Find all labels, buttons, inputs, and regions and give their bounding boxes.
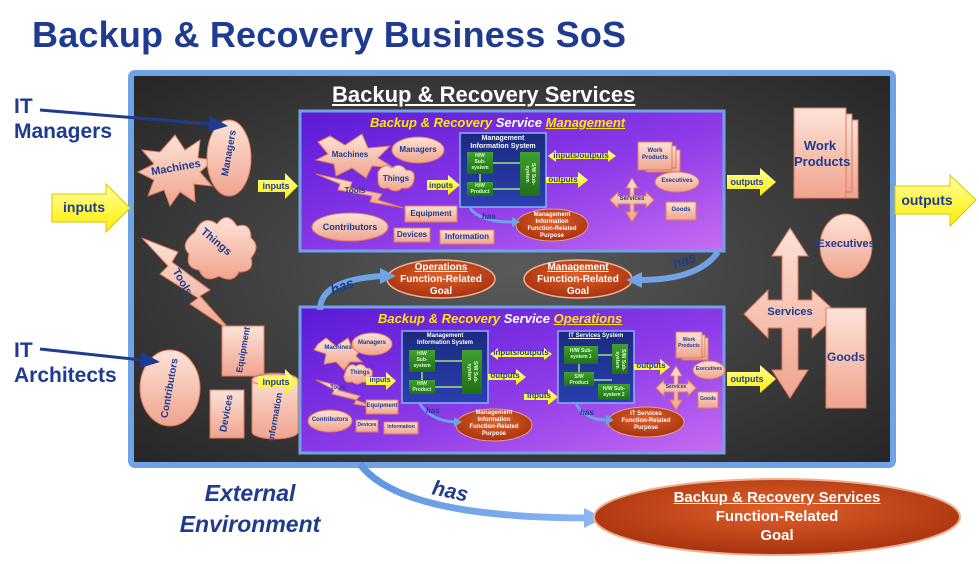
right-outputs-arrow xyxy=(894,173,977,228)
ops-mid-outputs-label: outputs xyxy=(490,371,520,380)
ops-information-label: Information xyxy=(387,424,415,430)
ops-mis-purpose-label: Management Information Function-Related … xyxy=(469,410,519,437)
ops-managers-label: Managers xyxy=(357,340,386,346)
operations-title: Backup & Recovery Service Operations xyxy=(378,311,623,326)
ops-has-label-2: has xyxy=(580,408,594,417)
mgmt-devices-label: Devices xyxy=(396,230,428,239)
right-outputs-label: outputs xyxy=(901,192,953,208)
operations-outputs-label: outputs xyxy=(730,374,764,384)
mgmt-managers-label: Managers xyxy=(399,145,437,154)
executives-large-label: Executives xyxy=(817,238,875,250)
it-managers-label: IT Managers xyxy=(14,95,113,143)
goods-large-label: Goods xyxy=(827,350,865,364)
management-goal-label: Management Function-Related Goal xyxy=(537,262,619,297)
ops-its-sw-product-label: S/W Product xyxy=(569,374,589,386)
outer-title: Backup & Recovery Services xyxy=(332,82,636,107)
management-outputs-label: outputs xyxy=(730,177,764,187)
ops-things-label: Things xyxy=(350,370,370,376)
ops-its-hw-subsystem2-label: H/W Sub- system 2 xyxy=(602,386,626,398)
ops-has-label-1: has xyxy=(426,406,440,415)
page-title: Backup & Recovery Business SoS xyxy=(32,14,627,55)
machines-burst xyxy=(136,134,216,208)
mgmt-sw-subsystem-label: S/W Sub- system xyxy=(524,163,536,185)
ops-services-label: Services xyxy=(665,384,687,390)
ops-its-purpose-label: IT Services Function-Related Purpose xyxy=(621,411,671,431)
management-title: Backup & Recovery Service Management xyxy=(370,115,626,130)
services-large-label: Services xyxy=(767,306,813,318)
left-inputs-label: inputs xyxy=(63,199,105,215)
mgmt-purpose-label: Management Information Function-Related … xyxy=(527,212,577,239)
ops-equipment-label: Equipment xyxy=(366,403,398,409)
mgmt-machines-label: Machines xyxy=(331,150,369,159)
external-environment-label: External Environment xyxy=(179,480,321,537)
mgmt-mis-title: Management Information System xyxy=(470,135,536,150)
ops-mis-title: Management Information System xyxy=(416,333,473,346)
ops-tools-label: Tools xyxy=(330,385,346,391)
operations-inputs-label: inputs xyxy=(262,377,290,387)
mgmt-tools-label: Tools xyxy=(344,186,366,195)
managers-face-large xyxy=(206,119,252,197)
management-inputs-label: inputs xyxy=(262,181,290,191)
mgmt-contributors-label: Contributors xyxy=(322,222,378,232)
ops-mid-inputs-label: inputs xyxy=(527,391,551,400)
left-inputs-arrow xyxy=(51,182,131,234)
work-products-large-label: Work Products xyxy=(794,138,851,169)
mgmt-things-label: Things xyxy=(382,174,410,183)
mgmt-inner-outputs-label: outputs xyxy=(548,175,578,184)
ops-executives-label: Executives xyxy=(695,366,723,372)
ops-its-sw-subsystem-label: S/W Sub- system xyxy=(614,349,626,371)
mgmt-information-label: Information xyxy=(445,232,489,241)
mgmt-hw-product-label: H/W Product xyxy=(470,183,490,195)
ops-sw-subsystem-label: S/W Sub- system xyxy=(466,361,478,383)
mgmt-executives-label: Executives xyxy=(661,178,693,184)
ops-work-products-label: Work Products xyxy=(678,337,700,349)
ops-devices-label: Devices xyxy=(357,422,377,428)
mgmt-hw-subsystem-label: H/W Sub- system xyxy=(471,153,489,171)
mgmt-has-label: has xyxy=(482,212,496,221)
ops-inner-outputs-label: outputs xyxy=(636,361,666,370)
mgmt-goods-label: Goods xyxy=(671,207,691,213)
ops-its-hw-subsystem-label: H/W Sub- system 1 xyxy=(569,348,593,360)
ops-io-label: inputs/outputs xyxy=(493,348,549,357)
ops-contributors-label: Contributors xyxy=(311,417,349,423)
ops-goods-label: Goods xyxy=(700,396,716,402)
ops-its-title: IT Services System xyxy=(568,333,624,339)
mgmt-inner-inputs-label: inputs xyxy=(429,181,453,190)
ops-hw-product-label: H/W Product xyxy=(412,381,432,393)
services-goal-label: Backup & Recovery Services Function-Rela… xyxy=(673,489,881,544)
mgmt-io-label: inputs/outputs xyxy=(553,151,609,160)
mgmt-services-label: Services xyxy=(619,196,645,202)
ops-hw-subsystem-label: H/W Sub- system xyxy=(413,351,431,369)
services-goal-shape xyxy=(593,478,961,556)
mgmt-equipment-label: Equipment xyxy=(410,209,452,218)
mgmt-work-products-label: Work Products xyxy=(641,148,668,161)
services-arrows xyxy=(743,227,839,399)
ops-machines-label: Machines xyxy=(324,345,352,351)
it-architects-label: IT Architects xyxy=(14,339,117,387)
ops-inner-inputs-label: inputs xyxy=(369,377,391,384)
operations-goal-label: Operations Function-Related Goal xyxy=(400,262,482,297)
